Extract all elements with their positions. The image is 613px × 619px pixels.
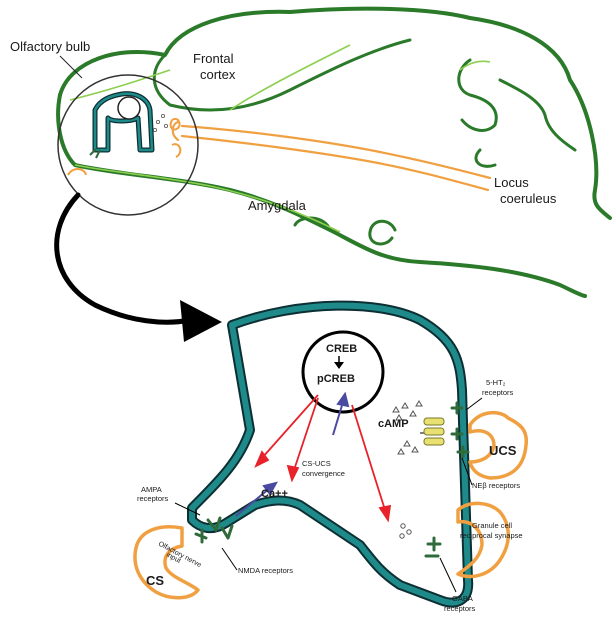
label-nmda: NMDA receptors	[238, 566, 293, 575]
receptor-markers	[196, 403, 468, 556]
label-creb: CREB	[326, 343, 357, 355]
label-cs-ucs-1: CS-UCS	[302, 459, 331, 468]
gaba-pointer	[440, 558, 456, 592]
label-cs: CS	[146, 573, 164, 588]
vesicles	[400, 524, 411, 538]
label-ne-receptors: NEβ receptors	[472, 481, 520, 490]
locus-coeruleus-tract	[173, 122, 490, 190]
label-olfactory-bulb: Olfactory bulb	[10, 39, 90, 54]
label-camp: cAMP	[378, 418, 409, 430]
label-5ht-2: receptors	[482, 388, 514, 397]
nmda-pointer	[222, 548, 237, 570]
label-coeruleus: coeruleus	[500, 191, 557, 206]
label-cortex: cortex	[200, 67, 236, 82]
label-locus: Locus	[494, 175, 529, 190]
label-granule-2: reciprocal synapse	[460, 531, 523, 540]
label-pcreb: pCREB	[317, 373, 355, 385]
zoom-arrow	[57, 195, 222, 342]
label-ucs: UCS	[489, 443, 517, 458]
label-granule-1: Granule cell	[472, 521, 512, 530]
label-ampa-2: receptors	[137, 494, 169, 503]
label-amygdala: Amygdala	[248, 198, 307, 213]
label-frontal: Frontal	[193, 51, 234, 66]
5ht-pointer	[466, 398, 482, 410]
label-ampa-1: AMPA	[141, 485, 162, 494]
label-cs-ucs-2: convergence	[302, 469, 345, 478]
label-gaba-1: GABA	[452, 594, 473, 603]
label-5ht-1: 5-HT₂	[486, 378, 506, 387]
label-gaba-2: receptors	[444, 604, 476, 613]
5ht-receptors	[424, 418, 444, 445]
mini-mitral-cell	[68, 94, 180, 175]
label-ca: Ca++	[261, 488, 288, 500]
